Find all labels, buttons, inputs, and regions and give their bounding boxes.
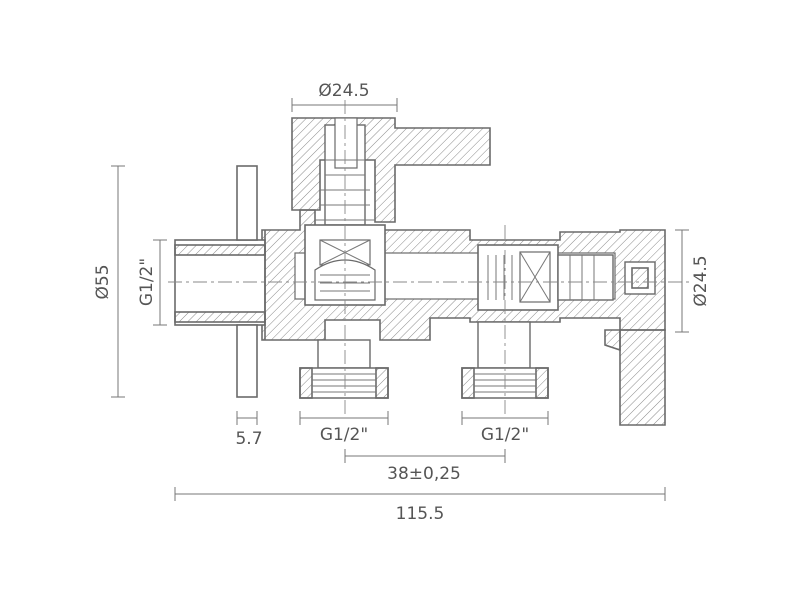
right-lever: [619, 329, 666, 426]
inlet-pipe-wall-bottom: [174, 311, 266, 323]
overall-diameter-label: Ø55: [93, 264, 113, 299]
right-spindle: [557, 254, 614, 301]
inlet-pipe-wall-top: [174, 244, 266, 256]
flange-lower: [236, 324, 258, 398]
right-diameter-label: Ø24.5: [691, 255, 711, 306]
valve-body: [168, 100, 690, 426]
top-cap: [291, 117, 491, 223]
outlet-spacing-label: 38±0,25: [387, 464, 461, 484]
inlet-thread-label: G1/2": [137, 258, 157, 306]
flange-upper: [236, 165, 258, 241]
right-outlet-thread-label: G1/2": [481, 425, 529, 445]
spindle-head: [334, 117, 358, 169]
top-diameter-label: Ø24.5: [318, 81, 369, 101]
flange-thickness-label: 5.7: [235, 429, 262, 449]
left-outlet: [299, 339, 389, 399]
overall-length-label: 115.5: [396, 504, 445, 524]
dimension-lines: [111, 98, 689, 501]
left-outlet-thread-label: G1/2": [320, 425, 368, 445]
